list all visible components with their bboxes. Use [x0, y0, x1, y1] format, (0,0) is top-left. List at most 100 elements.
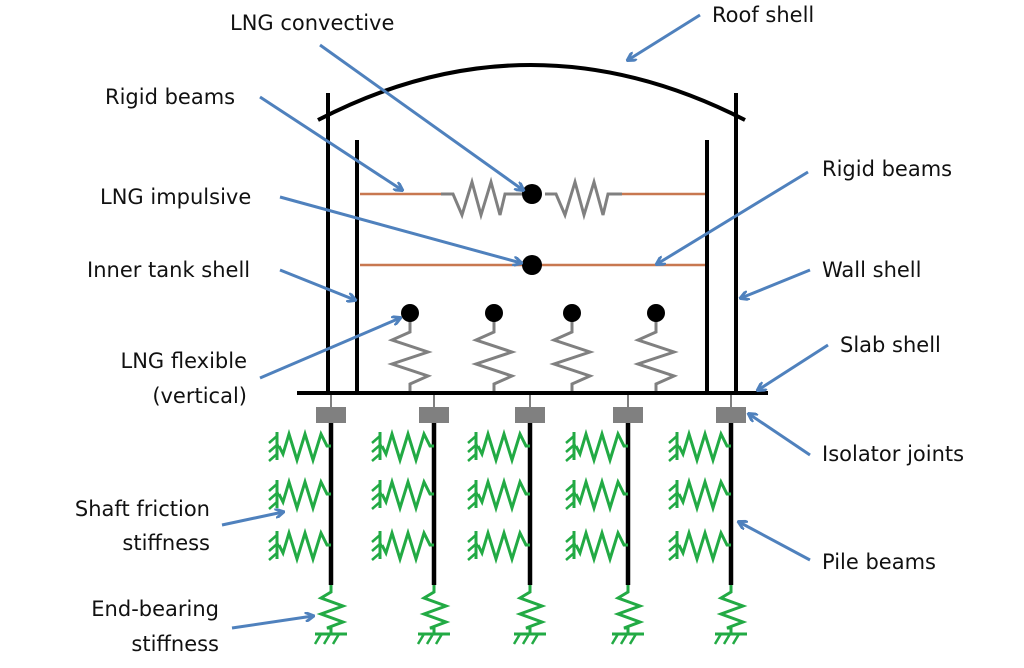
ground-hatch	[268, 453, 278, 462]
shaft-friction-spring	[574, 428, 628, 466]
ground-hatch	[668, 534, 678, 543]
ground-hatch	[434, 633, 444, 645]
ground-hatch	[331, 633, 341, 645]
end-bearing-spring	[316, 585, 348, 634]
label-lng-flexible-2: (vertical)	[152, 384, 247, 408]
ground-hatch	[565, 483, 575, 492]
ground-hatch	[268, 492, 278, 501]
ground-hatch	[668, 492, 678, 501]
shaft-friction-spring	[574, 527, 628, 565]
ground-hatch	[467, 552, 477, 561]
arrow-slab-shell	[758, 343, 829, 390]
arrow-inner-tank-shell	[279, 268, 355, 300]
shaft-friction-spring	[476, 428, 530, 466]
label-shaft-friction-1: Shaft friction	[75, 497, 210, 521]
shaft-friction-spring	[380, 527, 434, 565]
arrow-rigid-beams-left	[259, 95, 402, 190]
ground-hatch	[565, 453, 575, 462]
convective-spring-right	[545, 176, 622, 221]
ground-hatch	[467, 453, 477, 462]
ground-hatch	[668, 453, 678, 462]
arrow-rigid-beams-right	[657, 170, 809, 264]
pile	[668, 395, 748, 645]
arrow-roof-shell	[628, 13, 701, 60]
label-isolator-joints: Isolator joints	[822, 442, 964, 466]
pile	[467, 395, 547, 645]
pile-group	[268, 395, 748, 645]
ground-hatch	[610, 633, 620, 645]
ground-hatch	[268, 501, 278, 510]
ground-hatch	[565, 552, 575, 561]
isolator-joint	[716, 407, 746, 423]
arrow-lng-convective	[319, 43, 523, 190]
ground-hatch	[371, 444, 381, 453]
ground-hatch	[628, 633, 638, 645]
arrow-isolator-joints	[749, 414, 811, 457]
ground-hatch	[467, 444, 477, 453]
end-bearing-spring	[716, 585, 748, 634]
ground-hatch	[371, 492, 381, 501]
ground-hatch	[467, 492, 477, 501]
ground-hatch	[467, 501, 477, 510]
ground-hatch	[668, 543, 678, 552]
shaft-friction-spring	[380, 476, 434, 514]
lng-flexible-mass	[647, 304, 665, 322]
convective-spring-left	[441, 176, 523, 221]
ground-hatch	[371, 501, 381, 510]
ground-hatch	[565, 492, 575, 501]
shaft-friction-spring	[476, 527, 530, 565]
ground-hatch	[713, 633, 723, 645]
ground-hatch	[371, 453, 381, 462]
ground-hatch	[565, 543, 575, 552]
ground-hatch	[565, 501, 575, 510]
ground-hatch	[722, 633, 732, 645]
arrow-end-bearing	[231, 616, 313, 630]
shaft-friction-spring	[277, 428, 331, 466]
ground-hatch	[425, 633, 435, 645]
ground-hatch	[467, 534, 477, 543]
lng-flexible-mass	[485, 304, 503, 322]
lng-flexible-spring	[549, 318, 595, 391]
pile	[371, 395, 451, 645]
ground-hatch	[731, 633, 741, 645]
ground-hatch	[467, 435, 477, 444]
ground-hatch	[521, 633, 531, 645]
label-pile-beams: Pile beams	[822, 550, 936, 574]
lng-convective-mass	[522, 184, 542, 204]
end-bearing-spring	[419, 585, 451, 634]
ground-hatch	[668, 552, 678, 561]
shaft-friction-spring	[677, 428, 731, 466]
ground-hatch	[313, 633, 323, 645]
pile	[268, 395, 348, 645]
label-end-bearing-2: stiffness	[131, 632, 219, 656]
ground-hatch	[668, 501, 678, 510]
ground-hatch	[467, 543, 477, 552]
end-bearing-spring	[515, 585, 547, 634]
shaft-friction-spring	[677, 527, 731, 565]
ground-hatch	[268, 543, 278, 552]
ground-hatch	[371, 552, 381, 561]
lng-flexible-spring	[471, 318, 517, 391]
ground-hatch	[268, 483, 278, 492]
label-wall-shell: Wall shell	[822, 258, 921, 282]
lng-flexible-spring	[387, 318, 433, 391]
ground-hatch	[268, 444, 278, 453]
label-lng-flexible-1: LNG flexible	[121, 349, 247, 373]
lng-flexible-spring	[633, 318, 679, 391]
isolator-joint	[515, 407, 545, 423]
ground-hatch	[322, 633, 332, 645]
ground-hatch	[268, 552, 278, 561]
lng-flexible-group	[387, 304, 679, 391]
ground-hatch	[371, 435, 381, 444]
end-bearing-spring	[613, 585, 645, 634]
isolator-joint	[613, 407, 643, 423]
label-rigid-beams-left: Rigid beams	[105, 85, 235, 109]
ground-hatch	[416, 633, 426, 645]
label-lng-convective: LNG convective	[230, 11, 394, 35]
lng-impulsive-mass	[522, 255, 542, 275]
isolator-joint	[316, 407, 346, 423]
shaft-friction-spring	[476, 476, 530, 514]
label-lng-impulsive: LNG impulsive	[100, 185, 251, 209]
ground-hatch	[371, 543, 381, 552]
